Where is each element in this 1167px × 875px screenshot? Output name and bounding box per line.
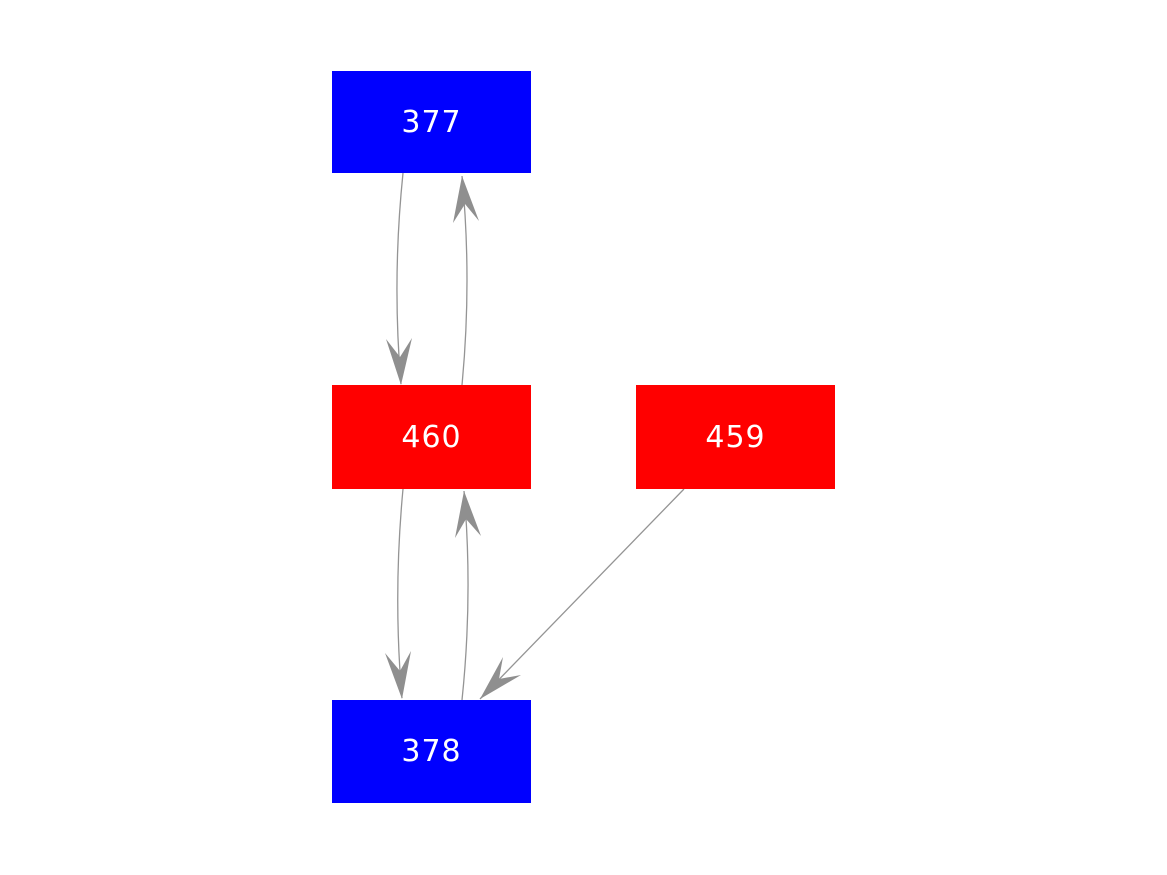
edge-460-to-377 bbox=[453, 175, 479, 386]
arrowhead-378-to-460 bbox=[455, 491, 481, 538]
edge-459-to-378 bbox=[479, 488, 685, 700]
arrowhead-377-to-460 bbox=[386, 338, 412, 385]
arrowhead-460-to-378 bbox=[385, 651, 411, 699]
node-459-label: 459 bbox=[705, 419, 766, 455]
node-460: 460 bbox=[332, 385, 531, 489]
node-378-label: 378 bbox=[401, 734, 462, 769]
arrowhead-460-to-377 bbox=[453, 176, 479, 223]
node-377: 377 bbox=[332, 71, 531, 173]
node-378: 378 bbox=[332, 700, 531, 803]
node-459: 459 bbox=[636, 385, 835, 489]
node-460-label: 460 bbox=[401, 419, 462, 455]
edge-460-to-378 bbox=[385, 488, 411, 699]
arrowhead-459-to-378 bbox=[480, 657, 521, 699]
edge-377-to-460 bbox=[386, 172, 412, 385]
node-377-label: 377 bbox=[401, 104, 462, 140]
edge-378-to-460 bbox=[455, 490, 481, 701]
